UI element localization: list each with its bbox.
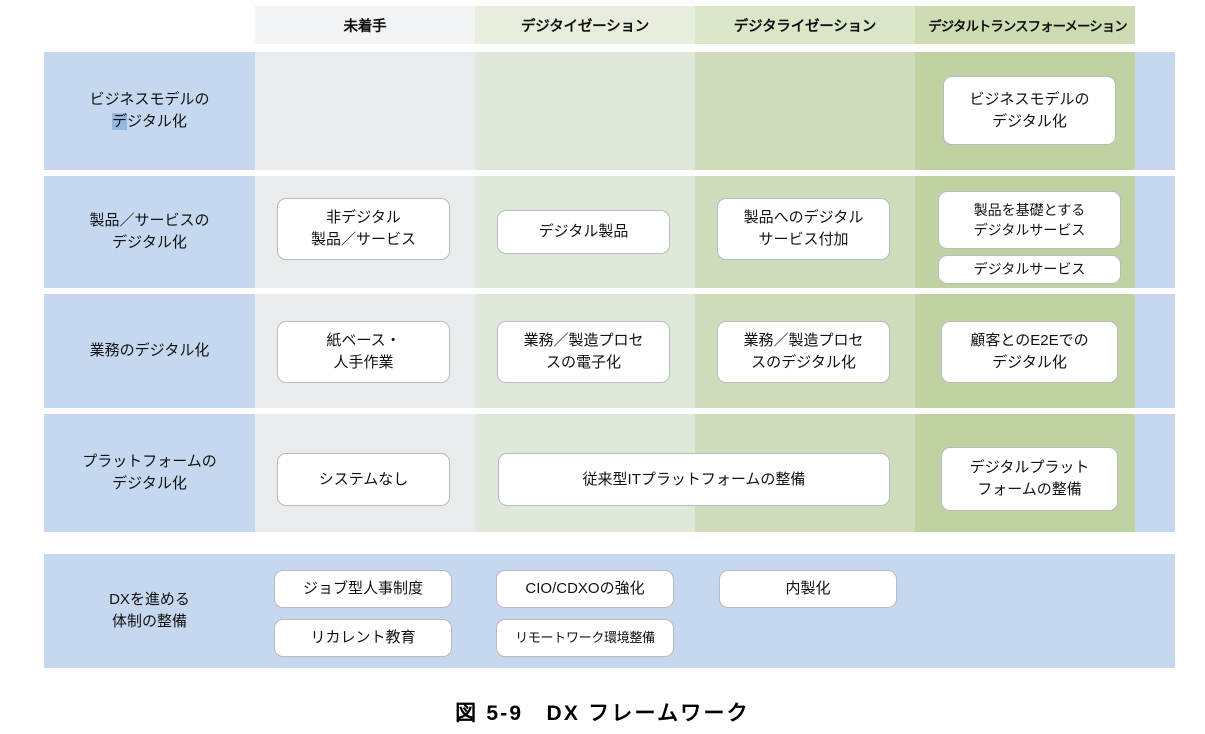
cell-box-operations-digitalization: 業務／製造プロセ スのデジタル化 bbox=[717, 321, 890, 383]
row-label-platform-line1: プラットフォームの bbox=[82, 452, 217, 470]
column-header-bg-dx bbox=[915, 6, 1135, 44]
bottom-label: DXを進める 体制の整備 bbox=[44, 554, 255, 668]
column-header-row bbox=[255, 6, 1175, 44]
column-header-bg-digitization bbox=[475, 6, 695, 44]
cell-box-business-model-dx: ビジネスモデルの デジタル化 bbox=[943, 76, 1116, 145]
figure-caption: 図 5-9 DX フレームワーク bbox=[455, 702, 750, 725]
cell-box-platform-dx: デジタルプラット フォームの整備 bbox=[941, 447, 1118, 511]
column-header-dx: デジタルトランスフォーメーション bbox=[928, 19, 1127, 34]
cell-box-product-service-dx-2: デジタルサービス bbox=[938, 255, 1121, 284]
cell-box-platform-merged-legacy: 従来型ITプラットフォームの整備 bbox=[498, 453, 890, 506]
row-label-platform-line2: デジタル化 bbox=[112, 475, 187, 492]
bottom-label-line2: 体制の整備 bbox=[111, 613, 187, 630]
cell-box-product-service-dx-1: 製品を基礎とする デジタルサービス bbox=[938, 191, 1121, 249]
cell-box-platform-none: システムなし bbox=[277, 453, 450, 506]
row-label-product-service: 製品／サービスの デジタル化 bbox=[44, 176, 255, 288]
bottom-box-job-hr-system: ジョブ型人事制度 bbox=[274, 570, 452, 608]
column-header-digitalization: デジタライゼーション bbox=[733, 18, 877, 35]
cell-box-operations-dx: 顧客とのE2Eでの デジタル化 bbox=[941, 321, 1118, 383]
bottom-box-cio-cdxo: CIO/CDXOの強化 bbox=[496, 570, 674, 608]
column-header-bg-none bbox=[255, 6, 475, 44]
cell-box-product-service-digitization: デジタル製品 bbox=[497, 210, 670, 254]
row-label-business-model-line2-rest: ジタル化 bbox=[127, 113, 187, 130]
cell-box-product-service-none: 非デジタル 製品／サービス bbox=[277, 198, 450, 260]
row-label-platform: プラットフォームの デジタル化 bbox=[44, 414, 255, 532]
bottom-box-recurrent-education: リカレント教育 bbox=[274, 619, 452, 657]
row-label-business-model: ビジネスモデルの デジタル化 bbox=[44, 52, 255, 170]
column-header-digitization: デジタイゼーション bbox=[520, 18, 650, 35]
row1-tint-none bbox=[255, 52, 475, 170]
row1-tint-digitalization bbox=[695, 52, 915, 170]
cell-box-operations-none: 紙ベース・ 人手作業 bbox=[277, 321, 450, 383]
bottom-label-line1: DXを進める bbox=[109, 590, 190, 608]
cell-box-operations-digitization: 業務／製造プロセ スの電子化 bbox=[497, 321, 670, 383]
row-label-business-model-line1: ビジネスモデルの bbox=[89, 90, 210, 108]
column-header-bg-digitalization bbox=[695, 6, 915, 44]
row-label-business-model-selected-char: デ bbox=[112, 113, 128, 130]
row-label-operations-line1: 業務のデジタル化 bbox=[89, 341, 210, 359]
cell-box-product-service-digitalization: 製品へのデジタル サービス付加 bbox=[717, 198, 890, 260]
row-label-product-service-line2: デジタル化 bbox=[112, 234, 187, 251]
bottom-box-in-house-development: 内製化 bbox=[719, 570, 897, 608]
row-label-operations: 業務のデジタル化 bbox=[44, 294, 255, 408]
row1-tint-digitization bbox=[475, 52, 695, 170]
column-header-none: 未着手 bbox=[343, 18, 387, 35]
bottom-box-remote-work: リモートワーク環境整備 bbox=[496, 619, 674, 657]
row-label-product-service-line1: 製品／サービスの bbox=[89, 211, 210, 229]
